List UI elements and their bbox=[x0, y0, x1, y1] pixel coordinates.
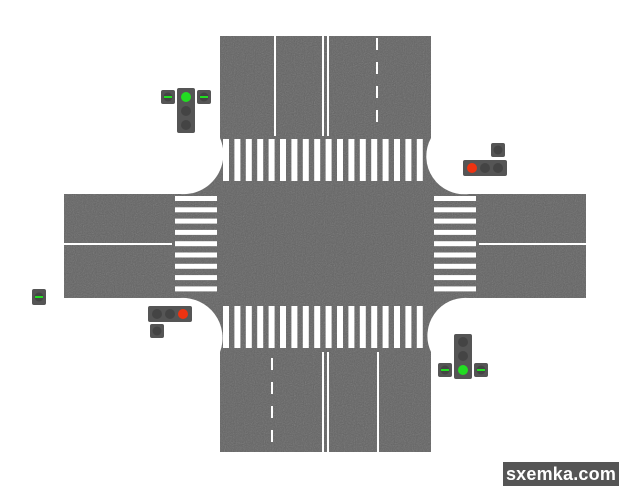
road-surface bbox=[64, 36, 586, 452]
crosswalk-stripe bbox=[291, 139, 298, 181]
red-lamp bbox=[178, 309, 188, 319]
crosswalk-north bbox=[223, 139, 423, 181]
crosswalk-stripe bbox=[434, 275, 476, 281]
crosswalk-stripe bbox=[405, 306, 412, 348]
red-lamp bbox=[467, 163, 477, 173]
crosswalk-stripe bbox=[268, 139, 275, 181]
crosswalk-stripe bbox=[302, 139, 309, 181]
crosswalk-stripe bbox=[245, 139, 252, 181]
crosswalk-stripe bbox=[175, 196, 217, 201]
south-lane-markings bbox=[271, 352, 379, 452]
crosswalk-stripe bbox=[405, 139, 412, 181]
traffic-light-sw bbox=[148, 306, 192, 338]
pedestrian-signal-west bbox=[32, 289, 46, 305]
crosswalk-stripe bbox=[268, 306, 275, 348]
crosswalk-stripe bbox=[416, 306, 423, 348]
crosswalk-stripe bbox=[302, 306, 309, 348]
crosswalk-stripe bbox=[434, 229, 476, 235]
crosswalk-stripe bbox=[175, 207, 217, 213]
crosswalk-stripe bbox=[434, 207, 476, 213]
crosswalk-stripe bbox=[359, 306, 366, 348]
crosswalk-stripe bbox=[359, 139, 366, 181]
crosswalk-stripe bbox=[223, 139, 229, 181]
crosswalk-stripe bbox=[234, 139, 241, 181]
crosswalk-stripe bbox=[434, 218, 476, 224]
crosswalk-stripe bbox=[175, 229, 217, 235]
crosswalk-east bbox=[434, 196, 476, 292]
green-lamp bbox=[458, 365, 468, 375]
crosswalk-stripe bbox=[371, 139, 378, 181]
crosswalk-stripe bbox=[434, 196, 476, 201]
crosswalk-south bbox=[223, 306, 423, 348]
north-lane-markings bbox=[274, 36, 378, 136]
watermark-logo: sxemka.com bbox=[503, 462, 619, 486]
crosswalk-stripe bbox=[434, 263, 476, 269]
traffic-light-ne bbox=[463, 143, 507, 176]
crosswalk-stripe bbox=[234, 306, 241, 348]
crosswalk-stripe bbox=[280, 139, 286, 181]
crosswalk-stripe bbox=[337, 139, 343, 181]
asphalt bbox=[64, 36, 586, 452]
crosswalk-stripe bbox=[223, 306, 229, 348]
crosswalk-stripe bbox=[416, 139, 423, 181]
crosswalk-stripe bbox=[175, 252, 217, 258]
crosswalk-stripe bbox=[382, 306, 389, 348]
crosswalk-stripe bbox=[348, 139, 355, 181]
crosswalk-stripe bbox=[314, 306, 321, 348]
traffic-light-se bbox=[438, 334, 488, 379]
crosswalk-west bbox=[175, 196, 217, 292]
crosswalk-stripe bbox=[314, 139, 321, 181]
crosswalk-stripe bbox=[434, 286, 476, 292]
crosswalk-stripe bbox=[280, 306, 286, 348]
crosswalk-stripe bbox=[325, 306, 332, 348]
crosswalk-stripe bbox=[394, 306, 400, 348]
crosswalk-stripe bbox=[257, 306, 264, 348]
crosswalk-stripe bbox=[175, 263, 217, 269]
crosswalk-stripe bbox=[337, 306, 343, 348]
crosswalk-stripe bbox=[175, 218, 217, 224]
crosswalk-stripe bbox=[291, 306, 298, 348]
crosswalk-stripe bbox=[434, 241, 476, 247]
crosswalk-stripe bbox=[175, 275, 217, 281]
crosswalk-stripe bbox=[245, 306, 252, 348]
crosswalk-stripe bbox=[434, 252, 476, 258]
crosswalk-stripe bbox=[371, 306, 378, 348]
crosswalk-stripe bbox=[175, 241, 217, 247]
crosswalk-stripe bbox=[394, 139, 400, 181]
crosswalk-stripe bbox=[348, 306, 355, 348]
traffic-light-nw bbox=[161, 88, 211, 133]
green-lamp bbox=[181, 92, 191, 102]
crosswalk-stripe bbox=[382, 139, 389, 181]
crosswalk-stripe bbox=[175, 286, 217, 292]
crosswalk-stripe bbox=[325, 139, 332, 181]
crosswalk-stripe bbox=[257, 139, 264, 181]
